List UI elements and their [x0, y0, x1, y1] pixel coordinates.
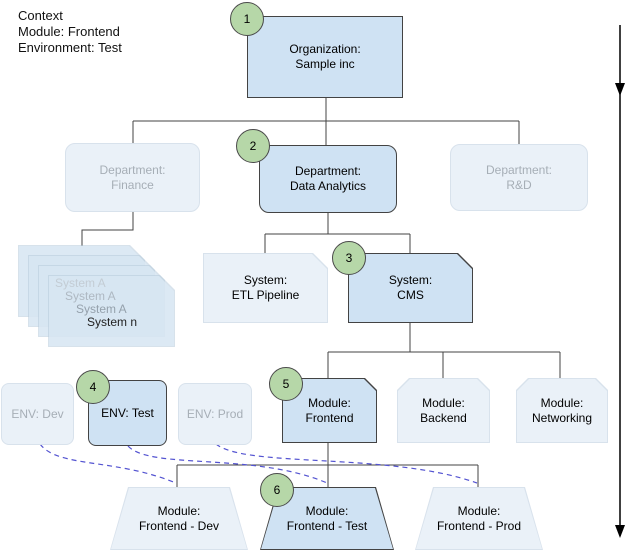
step-badge-2[interactable]: 2 [236, 129, 270, 163]
department-rnd-label: Department: [485, 162, 553, 177]
module-frontend-label: Module: [308, 395, 351, 410]
step-badge-1[interactable]: 1 [230, 2, 264, 36]
node-env-prod[interactable]: ENV: Prod [178, 383, 252, 445]
module-networking-name: Networking [531, 410, 593, 425]
node-system-etl[interactable]: System: ETL Pipeline [203, 253, 328, 323]
env-dev-label: ENV: Dev [11, 406, 64, 421]
module-backend-label: Module: [422, 395, 465, 410]
system-etl-label: System: [243, 273, 288, 287]
system-stack-label-4: System n [87, 315, 138, 329]
system-stack-label-3: System A [76, 302, 127, 316]
deployment-prod-label: Module: [457, 503, 501, 518]
node-system-cms[interactable]: System: CMS [348, 253, 473, 323]
context-environment: Environment: Test [18, 40, 122, 55]
deployment-test-name: Frontend - Test [286, 518, 368, 533]
node-organization[interactable]: Organization: Sample inc [247, 16, 403, 98]
connector-module-deployments [176, 443, 479, 487]
organization-label: Organization: [289, 42, 361, 56]
env-test-label: ENV: Test [101, 405, 154, 420]
system-stack-label-1: System A [55, 276, 106, 290]
node-module-backend[interactable]: Module: Backend [397, 378, 490, 443]
module-backend-name: Backend [420, 410, 467, 425]
department-finance-name: Finance [111, 177, 154, 192]
system-stack-card-4[interactable] [48, 275, 175, 347]
system-stack-label-2: System A [65, 289, 116, 303]
department-da-label: Department: [294, 164, 361, 178]
deployment-dev-label: Module: [157, 503, 201, 518]
department-da-name: Data Analytics [289, 179, 367, 193]
node-module-frontend[interactable]: Module: Frontend [282, 378, 377, 443]
step-badge-5[interactable]: 5 [269, 367, 303, 401]
deployment-prod-name: Frontend - Prod [436, 518, 522, 533]
node-deployment-frontend-dev[interactable]: Module: Frontend - Dev [110, 487, 248, 550]
context-title: Context [18, 8, 63, 23]
step-badge-3[interactable]: 3 [332, 241, 366, 275]
connector-department-systems [264, 213, 411, 253]
department-rnd-name: R&D [506, 177, 532, 192]
connector-org-departments [132, 98, 520, 145]
module-frontend-name: Frontend [305, 410, 354, 425]
env-prod-label: ENV: Prod [186, 406, 244, 421]
node-department-data-analytics[interactable]: Department: Data Analytics [259, 145, 397, 213]
dashed-link-test [127, 445, 328, 484]
system-etl-name: ETL Pipeline [231, 288, 300, 302]
node-env-dev[interactable]: ENV: Dev [1, 383, 74, 445]
deployment-dev-name: Frontend - Dev [138, 518, 220, 533]
connector-finance-systems [81, 212, 134, 246]
flow-arrow [615, 25, 625, 538]
context-module: Module: Frontend [18, 24, 120, 39]
module-networking-label: Module: [540, 395, 584, 410]
deployment-test-label: Module: [305, 503, 349, 518]
dashed-link-prod [215, 443, 478, 484]
system-cms-name: CMS [397, 288, 424, 302]
organization-name: Sample inc [295, 57, 355, 71]
step-badge-4[interactable]: 4 [76, 370, 110, 404]
connector-system-modules [327, 323, 561, 378]
node-department-rnd[interactable]: Department: R&D [450, 144, 588, 211]
node-deployment-frontend-prod[interactable]: Module: Frontend - Prod [415, 487, 543, 550]
node-department-finance[interactable]: Department: Finance [65, 143, 200, 212]
system-cms-label: System: [388, 273, 433, 287]
context-annotation: Context Module: Frontend Environment: Te… [18, 8, 122, 56]
department-finance-label: Department: [99, 162, 166, 177]
node-module-networking[interactable]: Module: Networking [516, 378, 608, 443]
dashed-link-dev [39, 443, 177, 484]
step-badge-6[interactable]: 6 [260, 473, 294, 507]
